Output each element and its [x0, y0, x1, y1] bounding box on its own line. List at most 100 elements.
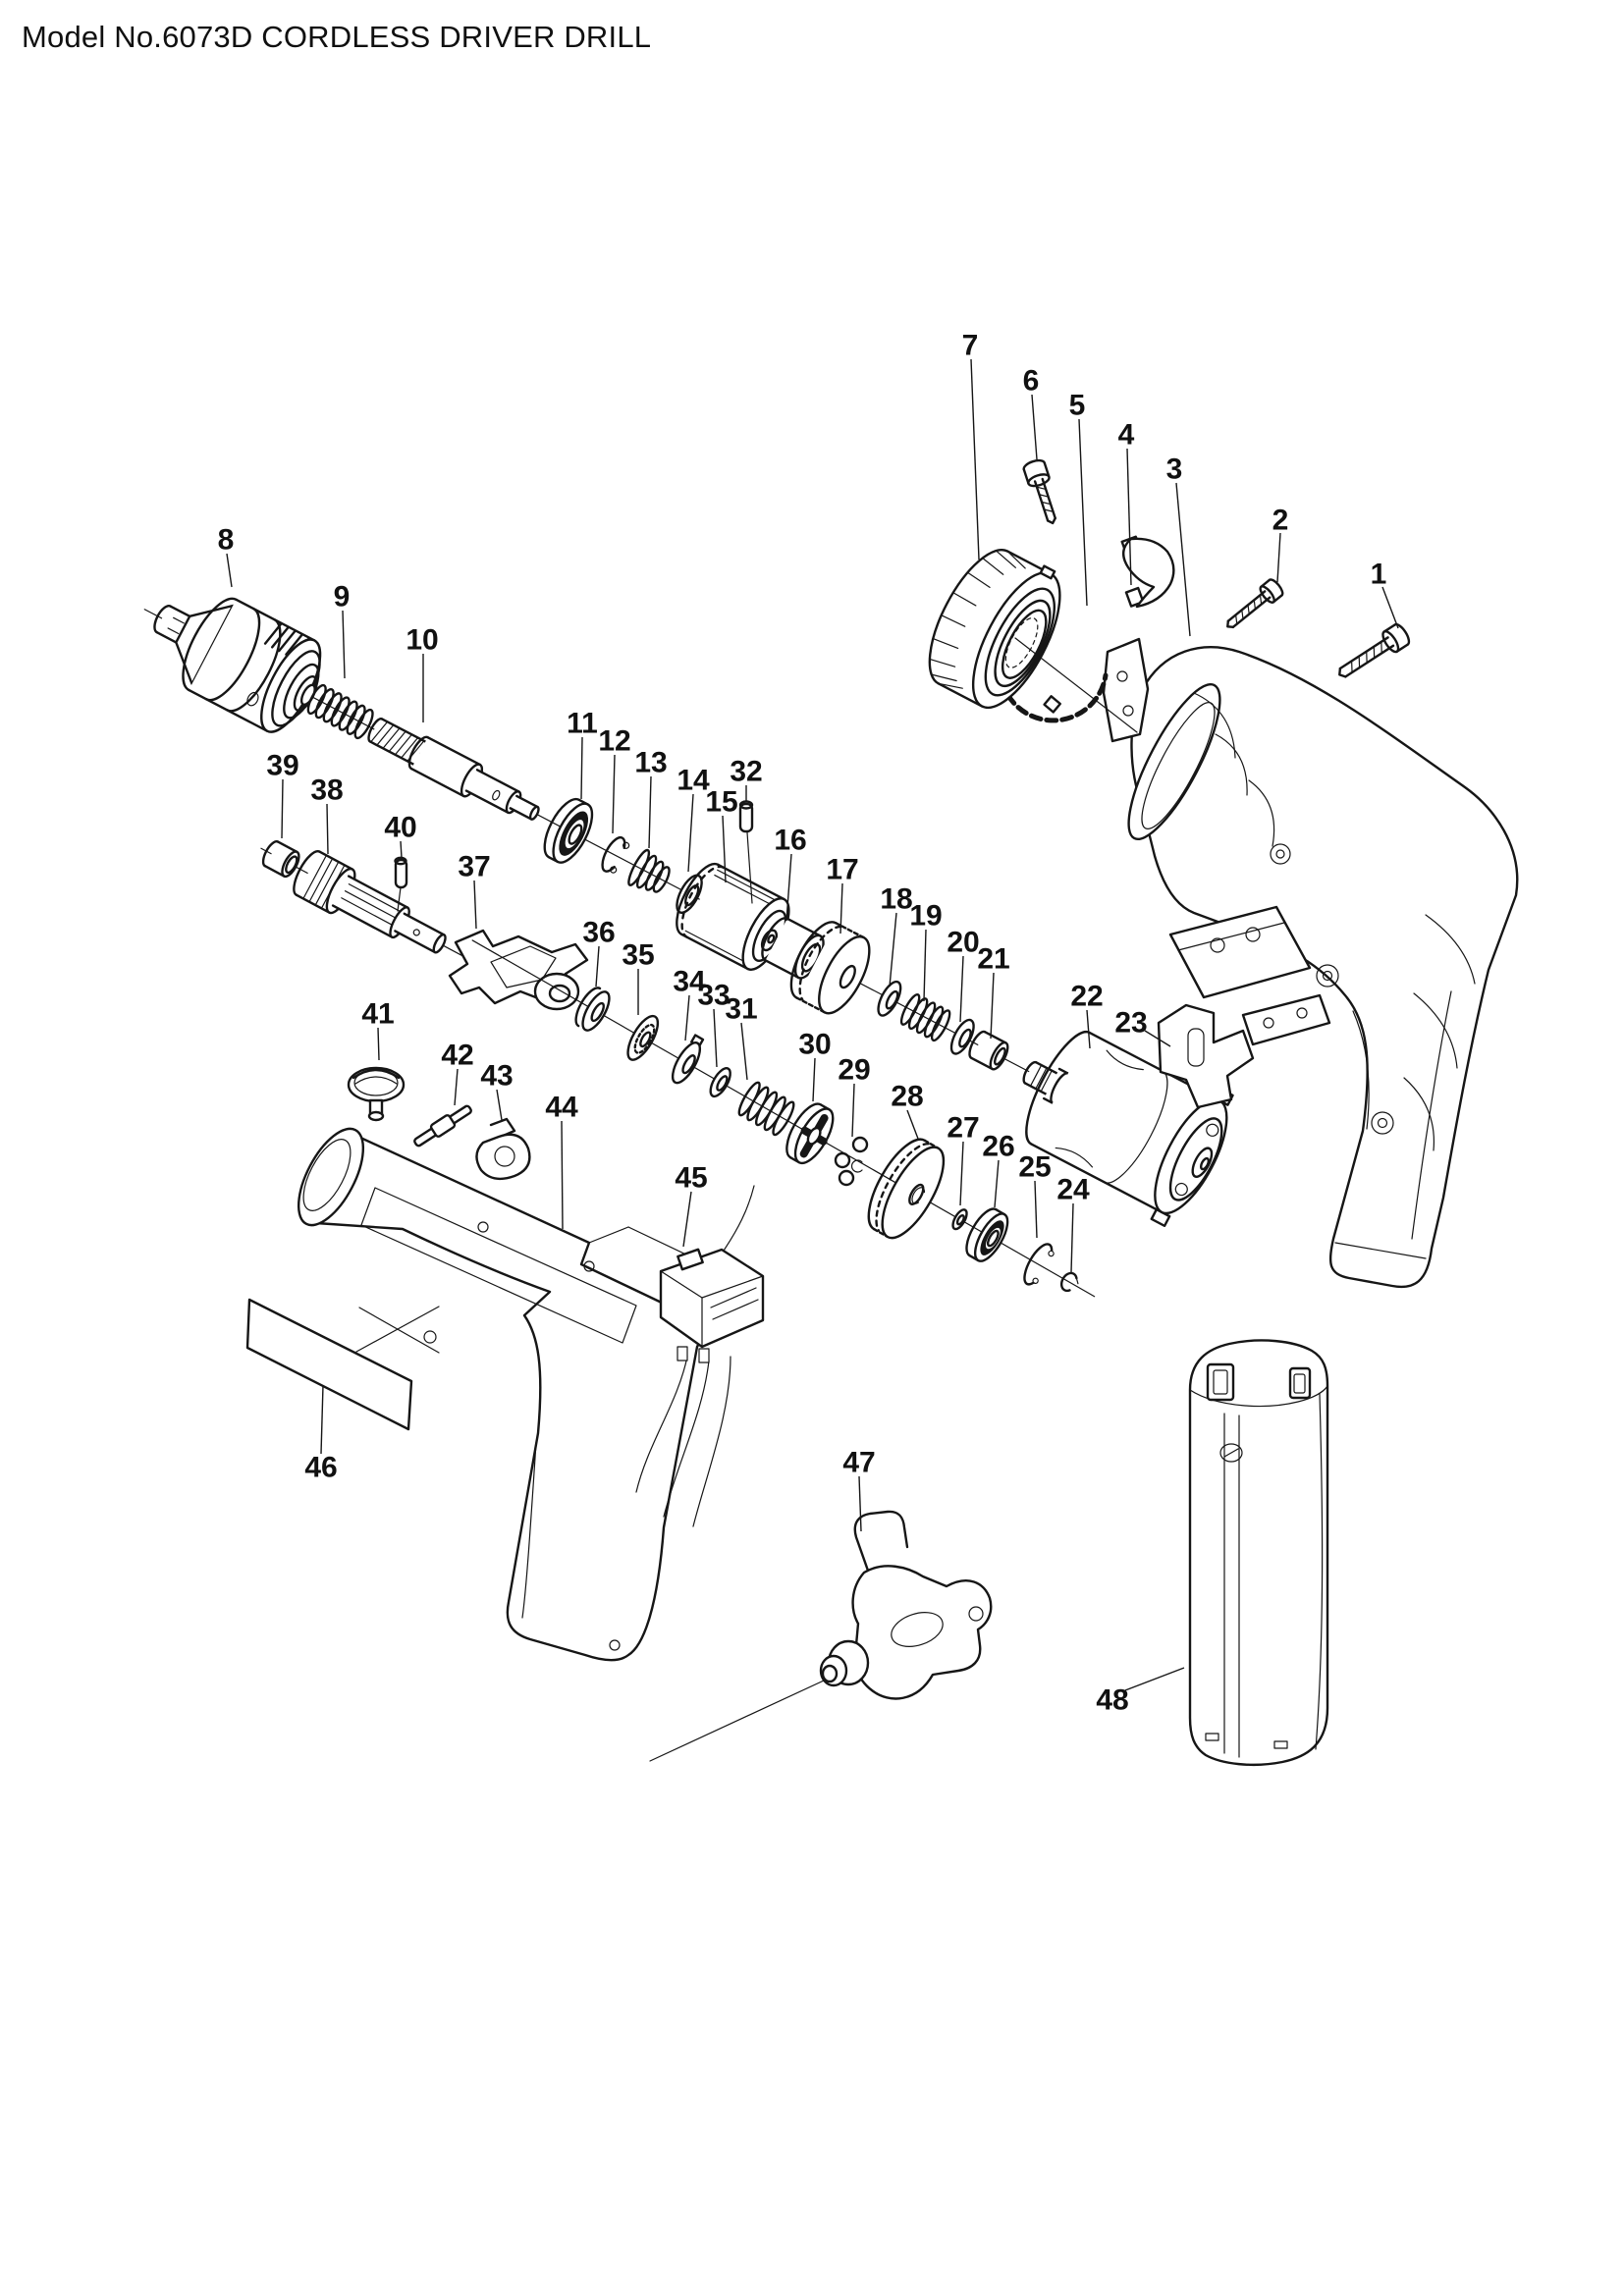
- part-18-washer: [877, 980, 902, 1017]
- part-6-screw: [1022, 458, 1056, 525]
- part-label-37: 37: [458, 851, 490, 883]
- leader-line-8: [226, 553, 233, 588]
- leader-line-11: [580, 736, 583, 800]
- leader-line-26: [994, 1159, 1000, 1208]
- part-34-cam-washer: [671, 1034, 705, 1085]
- part-13-spring: [627, 848, 671, 893]
- page-title: Model No.6073D CORDLESS DRIVER DRILL: [22, 20, 652, 54]
- part-22-motor: [1022, 1031, 1234, 1228]
- part-group-upper-axis: [143, 597, 1038, 1077]
- part-label-41: 41: [361, 998, 394, 1031]
- leader-line-39: [281, 778, 284, 839]
- leader-line-24: [1070, 1202, 1074, 1273]
- assembly-line-ring: [1014, 637, 1138, 733]
- leader-line-3: [1175, 482, 1191, 637]
- part-39-bushing: [261, 840, 300, 879]
- part-47-bracket: [649, 1510, 993, 1762]
- leader-line-17: [839, 882, 843, 934]
- part-label-47: 47: [842, 1447, 875, 1479]
- part-label-7: 7: [962, 330, 979, 362]
- leader-line-37: [473, 880, 477, 930]
- part-label-45: 45: [675, 1162, 707, 1195]
- part-21-bushing: [968, 1030, 1009, 1071]
- leader-line-46: [320, 1384, 324, 1455]
- leader-line-15: [722, 815, 727, 883]
- part-label-39: 39: [266, 750, 298, 782]
- leader-line-40: [400, 840, 403, 859]
- part-28-gear: [867, 1138, 946, 1240]
- part-label-13: 13: [634, 747, 667, 779]
- part-9-spring: [306, 683, 374, 740]
- part-label-16: 16: [774, 825, 806, 857]
- part-48-battery: [1188, 1339, 1329, 1767]
- leader-line-45: [682, 1191, 692, 1248]
- part-31-spring: [737, 1081, 795, 1137]
- part-36-washer: [574, 987, 611, 1032]
- part-37-yoke: [448, 929, 589, 1011]
- leader-line-5: [1078, 418, 1088, 607]
- part-26-bearing: [965, 1207, 1009, 1262]
- part-44-housing-left: [297, 1127, 712, 1662]
- part-bearing-retainer: [1102, 637, 1150, 743]
- part-label-43: 43: [480, 1060, 513, 1093]
- part-label-19: 19: [909, 900, 942, 933]
- part-23-bracket: [1157, 1003, 1255, 1109]
- part-10-spindle: [367, 718, 540, 821]
- part-38-spline-shaft: [293, 850, 447, 954]
- part-19-spring: [899, 992, 951, 1042]
- leader-line-34: [684, 994, 690, 1041]
- part-label-12: 12: [598, 725, 630, 758]
- part-label-2: 2: [1272, 505, 1289, 537]
- leader-line-18: [889, 912, 897, 988]
- leader-line-36: [595, 945, 600, 988]
- leader-line-31: [740, 1022, 748, 1081]
- leader-line-28: [906, 1109, 919, 1140]
- leader-line-16: [785, 853, 792, 922]
- part-label-22: 22: [1070, 981, 1103, 1013]
- leader-line-4: [1126, 448, 1132, 586]
- leader-line-47: [858, 1475, 862, 1532]
- leader-line-42: [454, 1068, 459, 1106]
- leader-line-43: [496, 1089, 503, 1121]
- leader-line-23: [1144, 1030, 1171, 1047]
- leader-line-22: [1086, 1009, 1091, 1049]
- part-label-20: 20: [947, 927, 979, 959]
- part-33-washer: [709, 1067, 731, 1098]
- leader-line-19: [923, 929, 927, 1002]
- part-label-25: 25: [1018, 1151, 1051, 1184]
- part-label-26: 26: [982, 1131, 1014, 1163]
- leader-line-41: [377, 1027, 380, 1061]
- part-43-clip: [475, 1117, 531, 1181]
- part-label-48: 48: [1096, 1684, 1128, 1717]
- part-27-washer: [951, 1208, 968, 1231]
- assembly-pointer-lines: [355, 1306, 440, 1354]
- part-label-17: 17: [826, 854, 858, 886]
- part-4-clip: [1122, 537, 1175, 609]
- part-switch-box: [1168, 905, 1312, 999]
- leader-line-38: [326, 803, 329, 855]
- part-42-bar: [413, 1104, 472, 1148]
- part-45-switch: [635, 1185, 765, 1527]
- part-labels: 1234567891011121314151617181920212223242…: [218, 330, 1399, 1717]
- part-11-bearing: [543, 797, 594, 864]
- leader-line-21: [990, 972, 995, 1040]
- part-label-14: 14: [677, 765, 710, 797]
- part-label-29: 29: [838, 1054, 870, 1087]
- part-label-10: 10: [406, 624, 438, 657]
- part-label-1: 1: [1371, 559, 1387, 591]
- part-label-33: 33: [697, 980, 730, 1012]
- part-label-31: 31: [725, 993, 757, 1026]
- part-label-6: 6: [1023, 365, 1040, 398]
- part-2-screw: [1226, 578, 1284, 629]
- part-15-internal-gear: [676, 862, 790, 971]
- part-30-clutch-plate: [785, 1102, 835, 1165]
- part-label-27: 27: [947, 1112, 979, 1145]
- part-35-clutch-disc: [626, 1014, 660, 1061]
- leader-line-7: [970, 358, 980, 561]
- part-label-23: 23: [1114, 1007, 1147, 1040]
- part-40-pin: [394, 856, 408, 912]
- leader-line-1: [1381, 586, 1399, 629]
- part-29-balls: [834, 1136, 869, 1187]
